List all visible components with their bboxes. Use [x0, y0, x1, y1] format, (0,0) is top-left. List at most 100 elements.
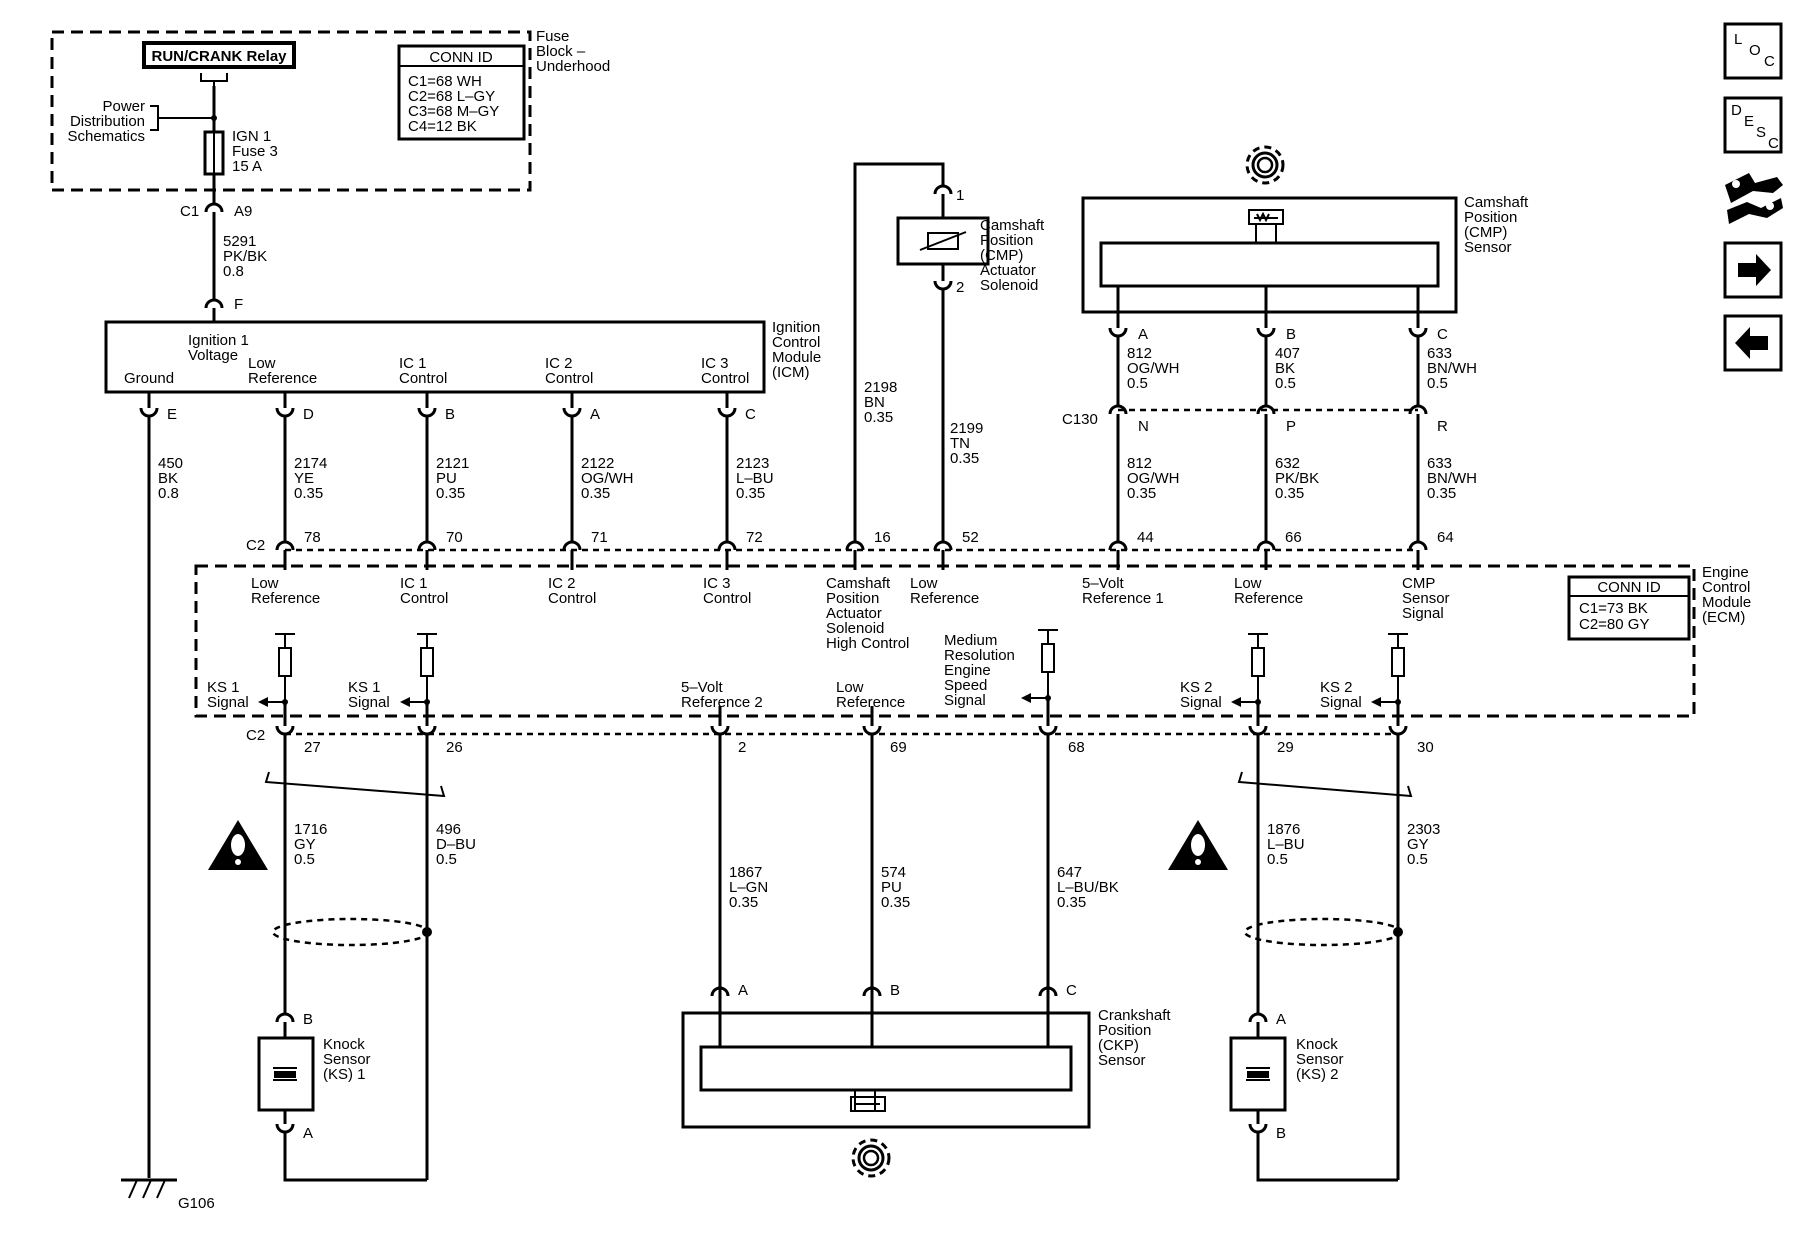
tools-icon[interactable] — [1725, 173, 1783, 224]
knock-sensor-2-circuit: 1876 L–BU 0.5 2303 GY 0.5 A B Knock Sens… — [1168, 734, 1440, 1182]
wire-1867-1: 1867 — [729, 864, 762, 881]
ecm-pin-30: 30 — [1417, 739, 1434, 756]
cmp-wire-bot-a-1: 812 — [1127, 455, 1152, 472]
wire-2174-2: YE — [294, 470, 314, 487]
warning-icon — [1168, 820, 1228, 870]
fuse-block-title-3: Underhood — [536, 58, 610, 75]
ks2-title-1: Knock — [1296, 1036, 1338, 1053]
ecm-med-res-4: Speed — [944, 677, 987, 694]
cmp-act-pin-2: 2 — [956, 279, 964, 296]
ecm-ks1b-2: Signal — [348, 694, 390, 711]
loc-button[interactable]: L O C — [1723, 22, 1783, 80]
wire-2174-1: 2174 — [294, 455, 327, 472]
ecm-ic1-1: IC 1 — [400, 575, 428, 592]
wire-496-3: 0.5 — [436, 851, 457, 868]
ckp-title-2: Position — [1098, 1022, 1151, 1039]
cmp-wire-bot-c-2: BN/WH — [1427, 470, 1477, 487]
ks2-pin-b: B — [1276, 1125, 1286, 1142]
c130-pin-r: R — [1437, 418, 1448, 435]
ecm-med-res-2: Resolution — [944, 647, 1015, 664]
wire-2174-3: 0.35 — [294, 485, 323, 502]
wire-2199-1: 2199 — [950, 420, 983, 437]
wire-2123-3: 0.35 — [736, 485, 765, 502]
gear-icon — [851, 1138, 891, 1178]
loc-letter-o: O — [1749, 42, 1761, 59]
conn-id-c3: C3=68 M–GY — [408, 103, 499, 120]
cmp-act-pin-1: 1 — [956, 187, 964, 204]
ks1-pin-b: B — [303, 1011, 313, 1028]
cmp-wire-top-b-2: BK — [1275, 360, 1295, 377]
wire-2123-2: L–BU — [736, 470, 774, 487]
ecm-ic2-1: IC 2 — [548, 575, 576, 592]
ecm-ks2b-2: Signal — [1320, 694, 1362, 711]
ks2-pin-a: A — [1276, 1011, 1286, 1028]
wire-2122-3: 0.35 — [581, 485, 610, 502]
ecm-bottom-connector: C2 27 26 2 69 68 29 30 — [246, 698, 1434, 756]
ckp-title-4: Sensor — [1098, 1052, 1146, 1069]
cmp-act-title-1: Camshaft — [980, 217, 1045, 234]
c1-label: C1 — [180, 203, 199, 220]
back-button[interactable] — [1723, 314, 1783, 372]
ecm-low-ref3-1: Low — [1234, 575, 1262, 592]
ecm-ks2b-1: KS 2 — [1320, 679, 1353, 696]
ks1-pin-a: A — [303, 1125, 313, 1142]
cmp-sensor-title-2: Position — [1464, 209, 1517, 226]
fuse-label-3: 15 A — [232, 158, 262, 175]
next-button[interactable] — [1723, 241, 1783, 299]
icm-ign-voltage-1: Ignition 1 — [188, 332, 249, 349]
ecm-pin-72: 72 — [746, 529, 763, 546]
ecm-5v-ref1-2: Reference 1 — [1082, 590, 1164, 607]
wire-496-2: D–BU — [436, 836, 476, 853]
desc-letter-e: E — [1744, 113, 1754, 130]
fuse-label-1: IGN 1 — [232, 128, 271, 145]
icm-pin-d: D — [303, 406, 314, 423]
wire-450-1: 450 — [158, 455, 183, 472]
ecm-c2-top-label: C2 — [246, 537, 265, 554]
wire-1716-3: 0.5 — [294, 851, 315, 868]
wire-2122-2: OG/WH — [581, 470, 634, 487]
wire-1876-1: 1876 — [1267, 821, 1300, 838]
cmp-wire-top-a-2: OG/WH — [1127, 360, 1180, 377]
icm-ic3-2: Control — [701, 370, 749, 387]
cmp-sensor-pin-a: A — [1138, 326, 1148, 343]
ecm-bot-low-ref-1: Low — [836, 679, 864, 696]
ecm-ks1a-1: KS 1 — [207, 679, 240, 696]
ks2-title-2: Sensor — [1296, 1051, 1344, 1068]
ecm-med-res-1: Medium — [944, 632, 997, 649]
wire-1716-2: GY — [294, 836, 316, 853]
icm-ic2-2: Control — [545, 370, 593, 387]
ecm-title-3: Module — [1702, 594, 1751, 611]
icm-title-2: Control — [772, 334, 820, 351]
fuse-block-title-1: Fuse — [536, 28, 569, 45]
ecm-ks1a-2: Signal — [207, 694, 249, 711]
ecm-resistors — [275, 629, 1408, 702]
cmp-wire-top-c-3: 0.5 — [1427, 375, 1448, 392]
ground-label: G106 — [178, 1195, 215, 1212]
wire-2198-1: 2198 — [864, 379, 897, 396]
ecm-pin-16: 16 — [874, 529, 891, 546]
ecm-5v-ref2-2: Reference 2 — [681, 694, 763, 711]
ecm-title-4: (ECM) — [1702, 609, 1745, 626]
ecm-bot-low-ref-2: Reference — [836, 694, 905, 711]
cmp-wire-bot-a-2: OG/WH — [1127, 470, 1180, 487]
fuse-block: Fuse Block – Underhood RUN/CRANK Relay C… — [50, 28, 610, 322]
wire-1876-2: L–BU — [1267, 836, 1305, 853]
wire-574-3: 0.35 — [881, 894, 910, 911]
wire-2122-1: 2122 — [581, 455, 614, 472]
cmp-actuator-solenoid: 1 2 Camshaft Position (CMP) Actuator Sol… — [853, 162, 1045, 542]
ecm-pin-26: 26 — [446, 739, 463, 756]
ecm-med-res-3: Engine — [944, 662, 991, 679]
ecm-conn-id-box: CONN ID C1=73 BK C2=80 GY — [1567, 575, 1691, 641]
wire-1876-3: 0.5 — [1267, 851, 1288, 868]
ecm-title-2: Control — [1702, 579, 1750, 596]
ecm-pin-29: 29 — [1277, 739, 1294, 756]
ecm-pin-64: 64 — [1437, 529, 1454, 546]
ecm-ic2-2: Control — [548, 590, 596, 607]
desc-button[interactable]: D E S C — [1723, 96, 1783, 154]
desc-letter-d: D — [1731, 102, 1742, 119]
ecm-cam-act-2: Position — [826, 590, 879, 607]
a9-label: A9 — [234, 203, 252, 220]
ecm-conn-id-c1: C1=73 BK — [1579, 600, 1648, 617]
loc-letter-c: C — [1764, 53, 1775, 70]
